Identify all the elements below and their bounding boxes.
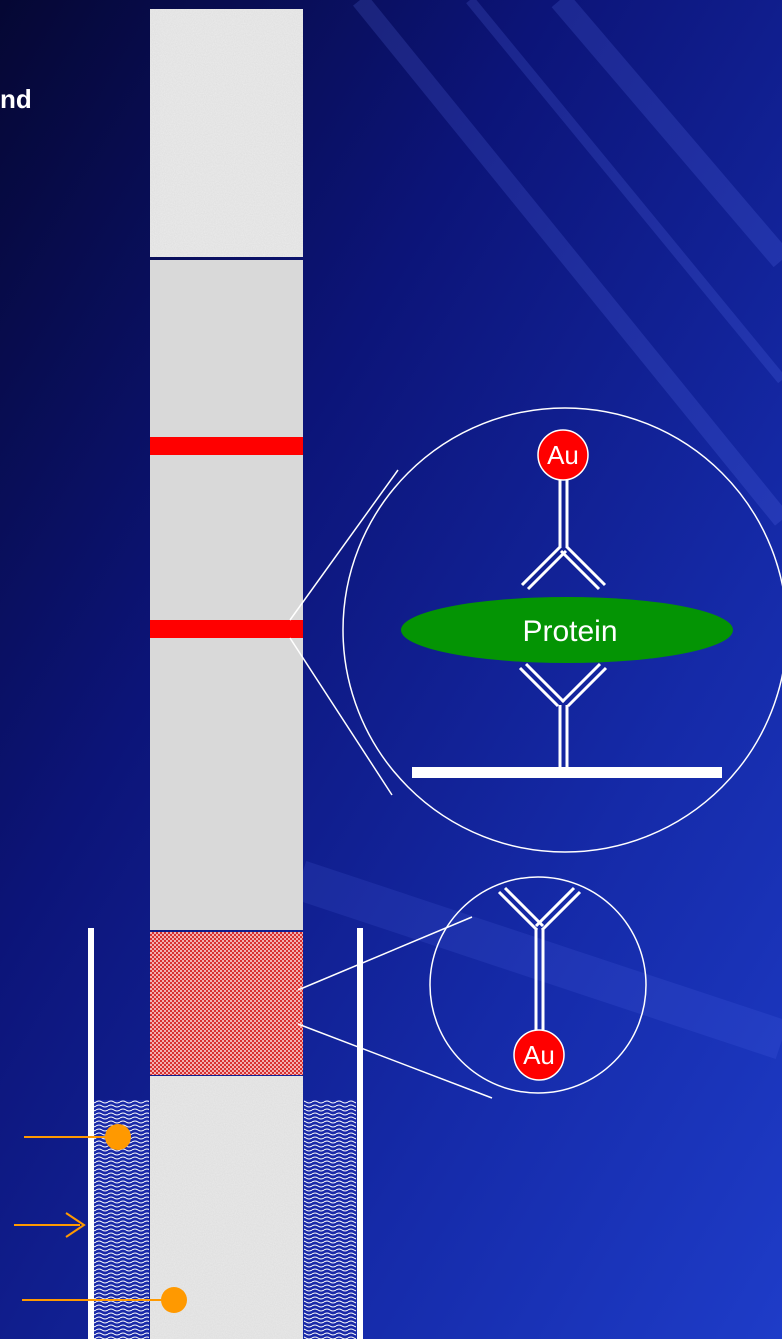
zoom-line-conj-upper (297, 916, 473, 991)
capture-antibody (518, 662, 608, 768)
container-wall-right (357, 928, 363, 1339)
membrane-surface-line (412, 767, 722, 778)
zoom-line-conj-lower (297, 1023, 493, 1099)
gold-label-bottom: Au (523, 1040, 555, 1070)
container-wall-left (88, 928, 94, 1339)
sample-liquid-right (304, 1100, 356, 1339)
protein-label: Protein (522, 615, 617, 648)
detection-antibody (520, 478, 607, 591)
magnified-test-line-circle (342, 407, 782, 853)
magnified-conjugate-circle (429, 876, 647, 1094)
test-line (150, 620, 303, 638)
slide-caption-fragment: nd (0, 84, 32, 114)
protein-ellipse (401, 597, 733, 663)
membrane (150, 260, 303, 930)
zoom-line-lower (289, 637, 393, 796)
pointer-arrowhead-container (65, 1212, 86, 1238)
gold-particle-bottom (513, 1029, 565, 1081)
conjugate-antibody (497, 886, 582, 1040)
conjugate-pad (150, 932, 303, 1075)
absorbent-pad-texture (150, 9, 303, 257)
gold-label-top: Au (547, 440, 579, 470)
zoom-line-upper (289, 469, 399, 621)
pointer-dot-liquid (105, 1124, 131, 1150)
pointer-dot-pad (161, 1287, 187, 1313)
control-line (150, 437, 303, 455)
gold-particle-top (537, 429, 589, 481)
background-streaks (293, 0, 782, 1059)
